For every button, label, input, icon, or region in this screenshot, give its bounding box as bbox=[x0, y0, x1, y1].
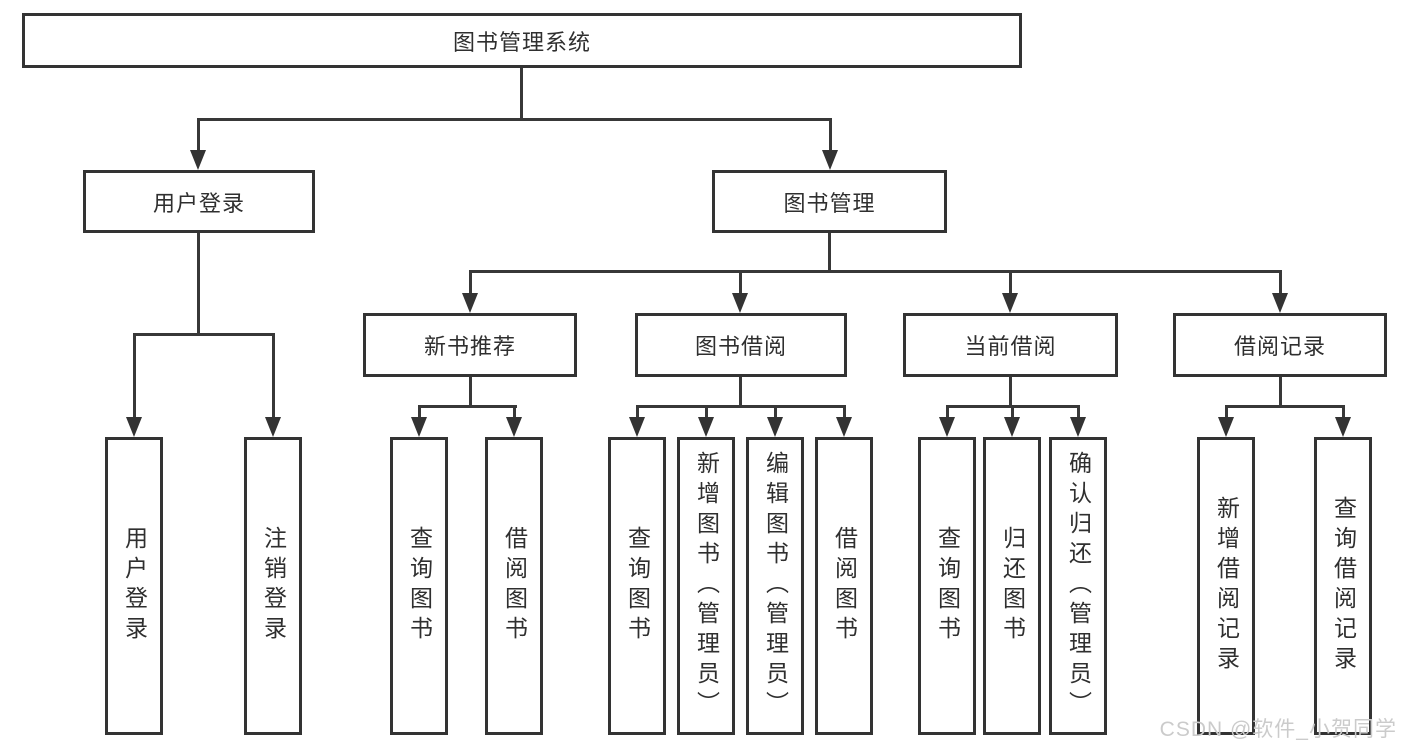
node-label: 新增借阅记录 bbox=[1213, 496, 1240, 676]
connector-borrow-bar bbox=[636, 405, 846, 408]
arrowhead bbox=[1004, 417, 1020, 437]
arrowhead bbox=[698, 417, 714, 437]
node-label: 借阅图书 bbox=[831, 526, 858, 646]
connector-root-stem bbox=[520, 68, 523, 121]
node-label: 当前借阅 bbox=[964, 334, 1057, 359]
node-query-books-current: 查询图书 bbox=[918, 437, 976, 735]
connector-newbook-arm-1 bbox=[418, 405, 421, 419]
node-label: 查询图书 bbox=[406, 526, 433, 646]
connector-borrow-arm-3 bbox=[774, 405, 777, 419]
node-label: 查询借阅记录 bbox=[1330, 496, 1357, 676]
connector-mgmt-bar bbox=[469, 270, 1282, 273]
connector-root-arm-right bbox=[829, 118, 832, 150]
csdn-watermark: CSDN @软件_小贺同学 bbox=[1159, 718, 1397, 741]
connector-borrow-arm-1 bbox=[636, 405, 639, 419]
node-label: 借阅图书 bbox=[501, 526, 528, 646]
node-book-management: 图书管理 bbox=[712, 170, 947, 233]
node-add-books-admin: 新增图书（管理员） bbox=[677, 437, 735, 735]
connector-newbook-arm-2 bbox=[513, 405, 516, 419]
node-add-borrow-record: 新增借阅记录 bbox=[1197, 437, 1255, 735]
node-label: 归还图书 bbox=[999, 526, 1026, 646]
arrowhead bbox=[126, 417, 142, 437]
connector-current-arm-3 bbox=[1077, 405, 1080, 419]
node-edit-books-admin: 编辑图书（管理员） bbox=[746, 437, 804, 735]
connector-root-bar bbox=[197, 118, 832, 121]
arrowhead bbox=[822, 150, 838, 170]
connector-records-bar bbox=[1225, 405, 1345, 408]
connector-login-stem bbox=[197, 233, 200, 335]
node-book-borrowing: 图书借阅 bbox=[635, 313, 847, 377]
connector-mgmt-arm-1 bbox=[469, 270, 472, 293]
node-label: 查询图书 bbox=[624, 526, 651, 646]
node-user-login: 用户登录 bbox=[105, 437, 163, 735]
connector-borrow-stem bbox=[739, 377, 742, 407]
arrowhead bbox=[1070, 417, 1086, 437]
connector-newbook-bar bbox=[418, 405, 517, 408]
node-query-books-recommend: 查询图书 bbox=[390, 437, 448, 735]
arrowhead bbox=[767, 417, 783, 437]
connector-mgmt-arm-2 bbox=[739, 270, 742, 293]
node-label: 图书管理系统 bbox=[452, 29, 591, 55]
connector-records-stem bbox=[1279, 377, 1282, 407]
arrowhead bbox=[1272, 293, 1288, 313]
connector-current-arm-1 bbox=[946, 405, 949, 419]
node-label: 图书管理 bbox=[783, 190, 876, 216]
node-user-login-group: 用户登录 bbox=[83, 170, 315, 233]
connector-current-stem bbox=[1009, 377, 1012, 407]
node-return-books: 归还图书 bbox=[983, 437, 1041, 735]
arrowhead bbox=[462, 293, 478, 313]
connector-mgmt-stem bbox=[828, 233, 831, 272]
connector-login-bar bbox=[133, 333, 275, 336]
node-current-borrowing: 当前借阅 bbox=[903, 313, 1118, 377]
arrowhead bbox=[506, 417, 522, 437]
node-query-borrow-record: 查询借阅记录 bbox=[1314, 437, 1372, 735]
connector-mgmt-arm-3 bbox=[1009, 270, 1012, 293]
connector-login-arm-left bbox=[133, 333, 136, 417]
node-label: 注销登录 bbox=[260, 526, 287, 646]
node-label: 图书借阅 bbox=[694, 334, 787, 359]
node-label: 查询图书 bbox=[934, 526, 961, 646]
node-borrow-books: 借阅图书 bbox=[815, 437, 873, 735]
connector-borrow-arm-4 bbox=[843, 405, 846, 419]
arrowhead bbox=[1218, 417, 1234, 437]
arrowhead bbox=[939, 417, 955, 437]
arrowhead bbox=[629, 417, 645, 437]
connector-root-arm-left bbox=[197, 118, 200, 150]
node-borrowing-records: 借阅记录 bbox=[1173, 313, 1387, 377]
arrowhead bbox=[1002, 293, 1018, 313]
connector-current-arm-2 bbox=[1011, 405, 1014, 419]
node-library-system: 图书管理系统 bbox=[22, 13, 1022, 68]
connector-records-arm-2 bbox=[1342, 405, 1345, 419]
node-confirm-return-admin: 确认归还（管理员） bbox=[1049, 437, 1107, 735]
node-label: 新增图书（管理员） bbox=[693, 451, 720, 721]
arrowhead bbox=[1335, 417, 1351, 437]
arrowhead bbox=[836, 417, 852, 437]
node-label: 借阅记录 bbox=[1233, 334, 1326, 359]
arrowhead bbox=[190, 150, 206, 170]
node-logout: 注销登录 bbox=[244, 437, 302, 735]
connector-records-arm-1 bbox=[1225, 405, 1228, 419]
node-label: 用户登录 bbox=[121, 526, 148, 646]
connector-newbook-stem bbox=[469, 377, 472, 407]
arrowhead bbox=[411, 417, 427, 437]
arrowhead bbox=[732, 293, 748, 313]
connector-borrow-arm-2 bbox=[705, 405, 708, 419]
node-query-books-borrowing: 查询图书 bbox=[608, 437, 666, 735]
node-label: 新书推荐 bbox=[423, 334, 516, 359]
connector-mgmt-arm-4 bbox=[1279, 270, 1282, 293]
node-borrow-books-recommend: 借阅图书 bbox=[485, 437, 543, 735]
node-label: 确认归还（管理员） bbox=[1065, 451, 1092, 721]
node-label: 编辑图书（管理员） bbox=[762, 451, 789, 721]
arrowhead bbox=[265, 417, 281, 437]
node-new-book-recommend: 新书推荐 bbox=[363, 313, 577, 377]
connector-login-arm-right bbox=[272, 333, 275, 417]
node-label: 用户登录 bbox=[152, 190, 245, 216]
